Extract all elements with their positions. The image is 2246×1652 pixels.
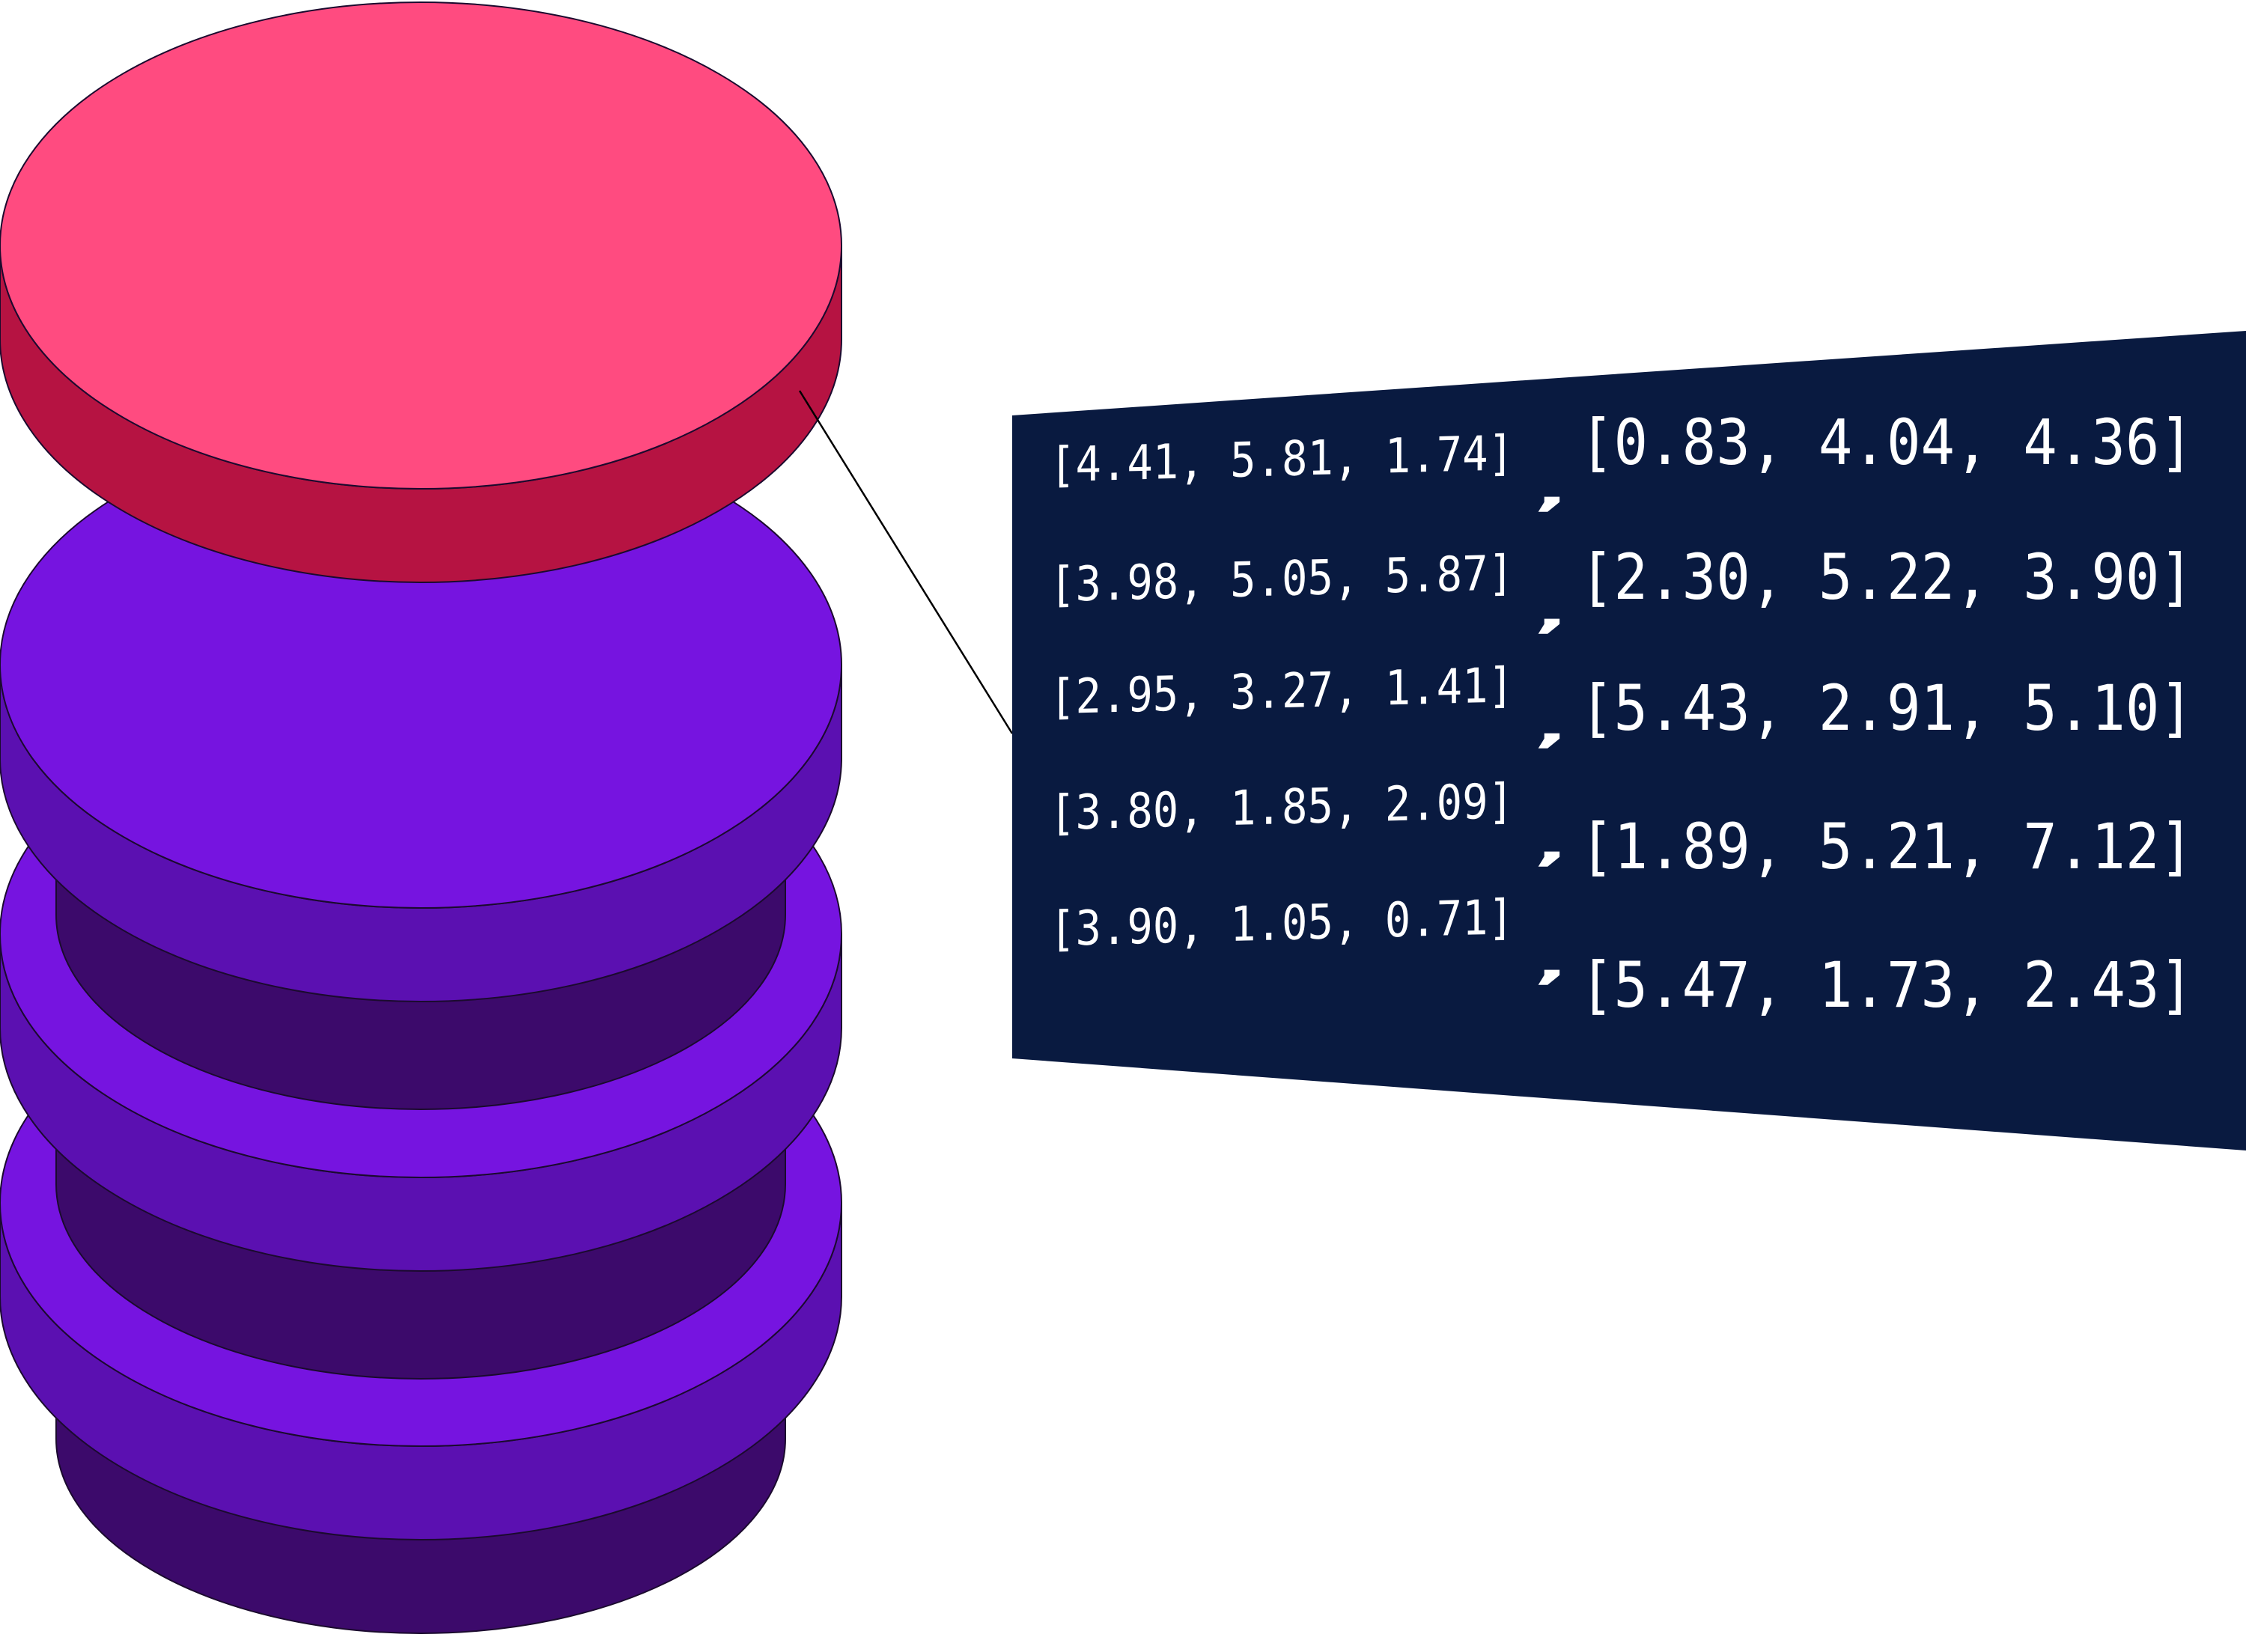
vector-left: [3.98, 5.05, 5.87] bbox=[1050, 546, 1514, 613]
pink-disk-top-face bbox=[0, 1, 842, 490]
vector-row: [3.98, 5.05, 5.87],[2.30, 5.22, 3.90] bbox=[1050, 540, 2194, 639]
vector-right: [5.43, 2.91, 5.10] bbox=[1580, 671, 2194, 745]
vector-left: [3.90, 1.05, 0.71] bbox=[1050, 890, 1514, 957]
vector-left: [3.80, 1.85, 2.09] bbox=[1050, 774, 1514, 841]
vector-separator: , bbox=[1514, 811, 1589, 872]
vector-right: [2.30, 5.22, 3.90] bbox=[1580, 540, 2194, 614]
vector-right: [1.89, 5.21, 7.12] bbox=[1580, 810, 2194, 883]
panel-background bbox=[1012, 331, 2246, 1150]
vector-row: [3.80, 1.85, 2.09],[1.89, 5.21, 7.12] bbox=[1050, 774, 2194, 883]
database-disk-stack bbox=[0, 1, 842, 1634]
vector-left: [4.41, 5.81, 1.74] bbox=[1050, 426, 1514, 493]
vector-separator: , bbox=[1514, 692, 1589, 754]
vector-rows: [4.41, 5.81, 1.74],[0.83, 4.04, 4.36][3.… bbox=[1050, 406, 2194, 1022]
vector-row: [3.90, 1.05, 0.71],[5.47, 1.73, 2.43] bbox=[1050, 890, 2194, 1022]
vector-data-panel: [4.41, 5.81, 1.74],[0.83, 4.04, 4.36][3.… bbox=[1012, 331, 2246, 1150]
vector-left: [2.95, 3.27, 1.41] bbox=[1050, 658, 1514, 725]
pink-disk-top bbox=[0, 1, 842, 583]
vector-separator: , bbox=[1514, 578, 1589, 639]
vector-row: [4.41, 5.81, 1.74],[0.83, 4.04, 4.36] bbox=[1050, 406, 2194, 517]
vector-separator: , bbox=[1514, 456, 1589, 517]
vector-row: [2.95, 3.27, 1.41],[5.43, 2.91, 5.10] bbox=[1050, 658, 2194, 754]
vector-separator: , bbox=[1514, 929, 1589, 990]
vector-right: [5.47, 1.73, 2.43] bbox=[1580, 948, 2194, 1022]
connector-line bbox=[798, 390, 1014, 734]
vector-right: [0.83, 4.04, 4.36] bbox=[1580, 406, 2194, 479]
